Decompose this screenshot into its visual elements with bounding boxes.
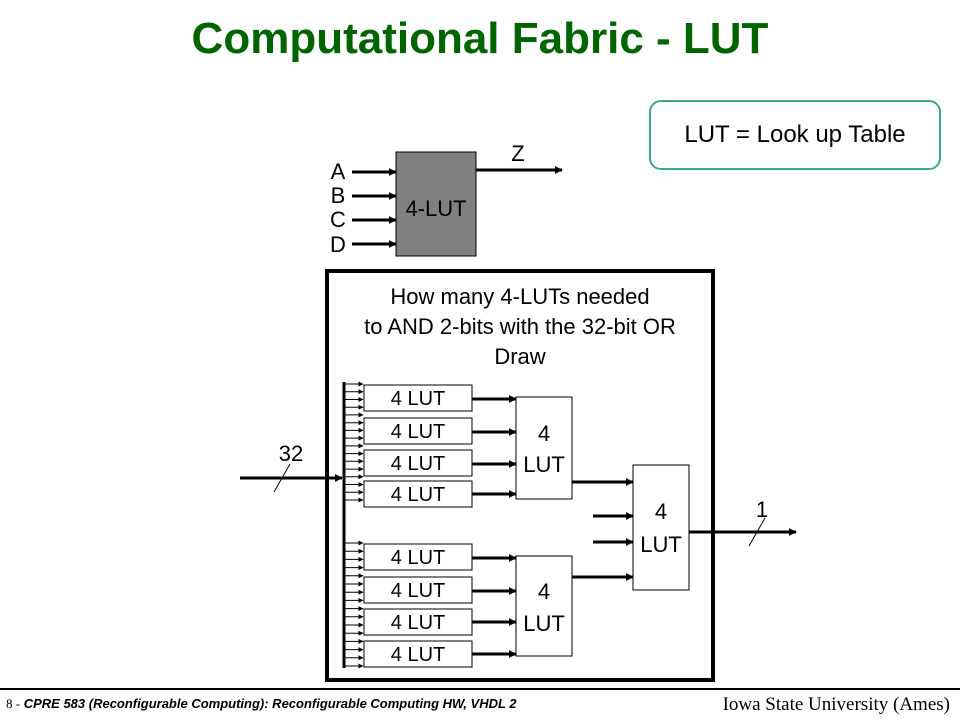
stage2-lut-top bbox=[515, 396, 573, 500]
stage2-lut-bottom-line2: LUT bbox=[523, 611, 565, 636]
stage2-lut-top-line1: 4 bbox=[538, 421, 550, 446]
output-bus bbox=[689, 517, 797, 547]
input-d-label: D bbox=[330, 232, 346, 257]
input-c-label: C bbox=[330, 207, 346, 232]
stage2-lut-top-line2: LUT bbox=[523, 452, 565, 477]
input-bus-width-label: 32 bbox=[279, 441, 303, 466]
stage2-lut-bottom bbox=[515, 555, 573, 657]
exercise-question: How many 4-LUTs needed to AND 2-bits wit… bbox=[320, 282, 720, 372]
course-title: CPRE 583 (Reconfigurable Computing): Rec… bbox=[23, 696, 517, 711]
output-width-slash bbox=[748, 517, 766, 547]
final-lut-line1: 4 bbox=[655, 499, 667, 524]
stage2-lut-bottom-line1: 4 bbox=[538, 579, 550, 604]
question-line-2: to AND 2-bits with the 32-bit OR bbox=[364, 314, 676, 339]
top-lut-input-arrows bbox=[352, 166, 563, 248]
slide-number: 8 - bbox=[6, 696, 21, 711]
lut-diagram: 4-LUT A B C D Z 32 4 LUT 4 LUT 4 LUT bbox=[240, 141, 797, 682]
output-width-label: 1 bbox=[756, 497, 768, 522]
question-line-3: Draw bbox=[494, 344, 546, 369]
top-lut-label: 4-LUT bbox=[405, 196, 466, 221]
final-lut bbox=[632, 464, 690, 591]
slide-title: Computational Fabric - LUT bbox=[191, 14, 769, 63]
question-line-1: How many 4-LUTs needed bbox=[390, 284, 650, 309]
stage1-lut-6-label: 4 LUT bbox=[391, 580, 445, 602]
top-4-lut: 4-LUT A B C D Z bbox=[330, 141, 563, 257]
input-bus-width-slash bbox=[273, 463, 291, 493]
exercise-frame bbox=[325, 269, 715, 682]
input-bus bbox=[240, 382, 346, 668]
input-b-label: B bbox=[331, 183, 346, 208]
stage1-output-arrows bbox=[472, 395, 517, 658]
bus-fanout-ticks bbox=[345, 381, 364, 669]
top-lut-box bbox=[395, 151, 477, 257]
stage1-lut-3 bbox=[363, 449, 473, 477]
stage1-lut-4-label: 4 LUT bbox=[391, 484, 445, 506]
stage1-lut-1 bbox=[363, 384, 473, 412]
output-z-label: Z bbox=[511, 141, 524, 166]
stage1-lut-7 bbox=[363, 608, 473, 636]
footer-university: Iowa State University (Ames) bbox=[722, 694, 950, 715]
final-lut-line2: LUT bbox=[640, 532, 682, 557]
stage2-output-arrows bbox=[572, 478, 634, 581]
stage1-lut-3-label: 4 LUT bbox=[391, 453, 445, 475]
stage1-lut-8 bbox=[363, 640, 473, 668]
input-a-label: A bbox=[331, 159, 346, 184]
lut-definition-callout: LUT = Look up Table bbox=[649, 100, 941, 170]
stage1-lut-8-label: 4 LUT bbox=[391, 644, 445, 666]
stage1-lut-5-label: 4 LUT bbox=[391, 547, 445, 569]
footer-course: 8 - CPRE 583 (Reconfigurable Computing):… bbox=[6, 696, 517, 712]
stage1-lut-6 bbox=[363, 576, 473, 604]
stage1-lut-2-label: 4 LUT bbox=[391, 421, 445, 443]
footer-divider bbox=[0, 688, 960, 690]
stage1-lut-1-label: 4 LUT bbox=[391, 388, 445, 410]
stage1-lut-7-label: 4 LUT bbox=[391, 612, 445, 634]
